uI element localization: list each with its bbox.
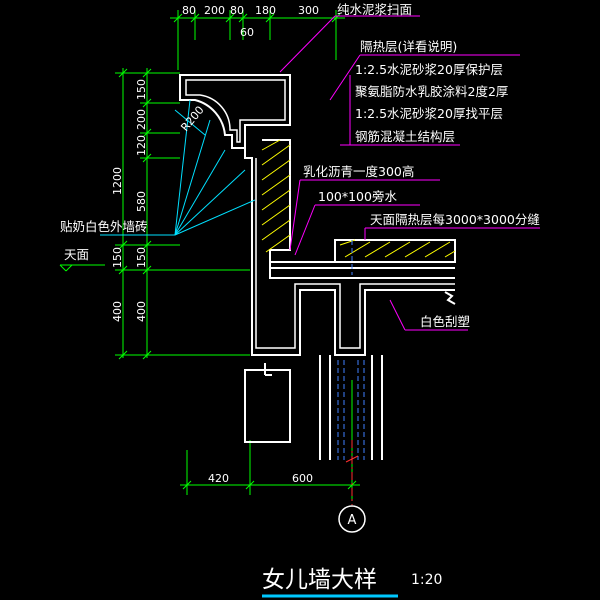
note-pure-cement: 纯水泥浆扫面 [337,2,412,17]
axis-circle [338,505,366,533]
left-dimension-labels: 1200 150 400 150 200 120 580 150 400 [111,79,148,322]
dimension-lines [59,10,360,500]
note-mortar-level: 1:2.5水泥砂浆20厚找平层 [355,106,503,121]
tile-leaders [100,99,256,236]
dim-top-sub: 60 [240,26,254,39]
bottom-dimension-labels: 420 600 [208,472,313,485]
axis-marker: A [338,505,366,533]
scale-text: 1:20 [411,572,442,588]
parapet-structure [179,74,456,460]
dim-top-5: 300 [298,4,319,17]
column-lines [337,240,365,460]
note-asphalt: 乳化沥青一度300高 [303,164,414,179]
dim-left-inner-3: 120 [135,135,148,156]
dim-top-2: 200 [204,4,225,17]
dim-left-inner-6: 400 [135,301,148,322]
axis-label: A [348,513,357,528]
title-text: 女儿墙大样 [262,567,377,593]
note-flashing: 100*100旁水 [318,189,397,204]
axis-line [345,440,359,505]
dim-bottom-2: 600 [292,472,313,485]
note-tile: 贴奶白色外墙砖 [60,219,148,234]
dim-bottom-1: 420 [208,472,229,485]
note-rc-structure: 钢筋混凝土结构层 [355,129,455,144]
dim-top-3: 80 [230,4,244,17]
dim-left-outer-1: 1200 [111,167,124,195]
annotation-notes: 纯水泥浆扫面 隔热层(详看说明) 1:2.5水泥砂浆20厚保护层 聚氨脂防水乳胶… [60,2,540,329]
note-roof-joint: 天面隔热层每3000*3000分缝 [370,212,540,227]
leader-lines [279,15,540,331]
dim-left-inner-1: 150 [135,79,148,100]
note-roof-level: 天面 [64,247,89,262]
dim-left-outer-3: 400 [111,301,124,322]
dim-left-outer-2: 150 [111,247,124,268]
radius-label: R200 [178,104,206,134]
note-mortar-protect: 1:2.5水泥砂浆20厚保护层 [355,62,503,77]
dim-top-1: 80 [182,4,196,17]
dim-left-inner-5: 150 [135,247,148,268]
top-dimension-labels: 80 200 80 180 300 60 [182,4,319,39]
dim-left-inner-2: 200 [135,109,148,130]
wall-hatch [261,139,456,258]
note-insulation: 隔热层(详看说明) [360,39,457,54]
drawing-title: 女儿墙大样 1:20 [262,567,442,598]
dim-top-4: 180 [255,4,276,17]
note-white-plaster: 白色刮塑 [420,314,470,329]
dim-left-inner-4: 580 [135,191,148,212]
note-waterproof: 聚氨脂防水乳胶涂料2度2厚 [355,84,508,99]
